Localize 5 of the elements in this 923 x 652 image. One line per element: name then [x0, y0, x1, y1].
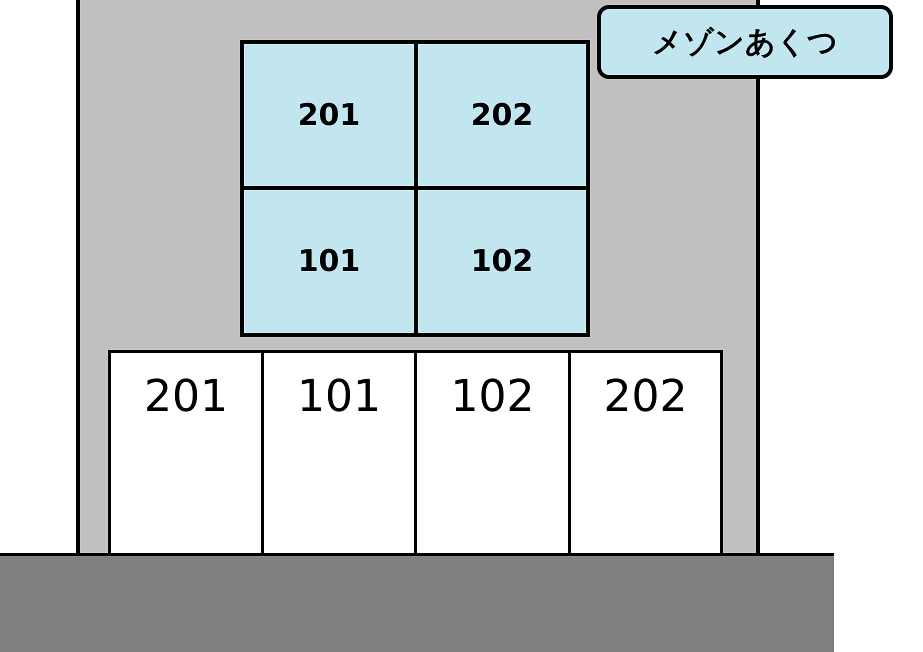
building-name-label: メゾンあくつ — [597, 5, 893, 79]
parking-space: 102 — [414, 350, 571, 556]
parking-space: 101 — [261, 350, 417, 556]
parking-space: 202 — [568, 350, 723, 556]
parking-space: 201 — [108, 350, 264, 556]
